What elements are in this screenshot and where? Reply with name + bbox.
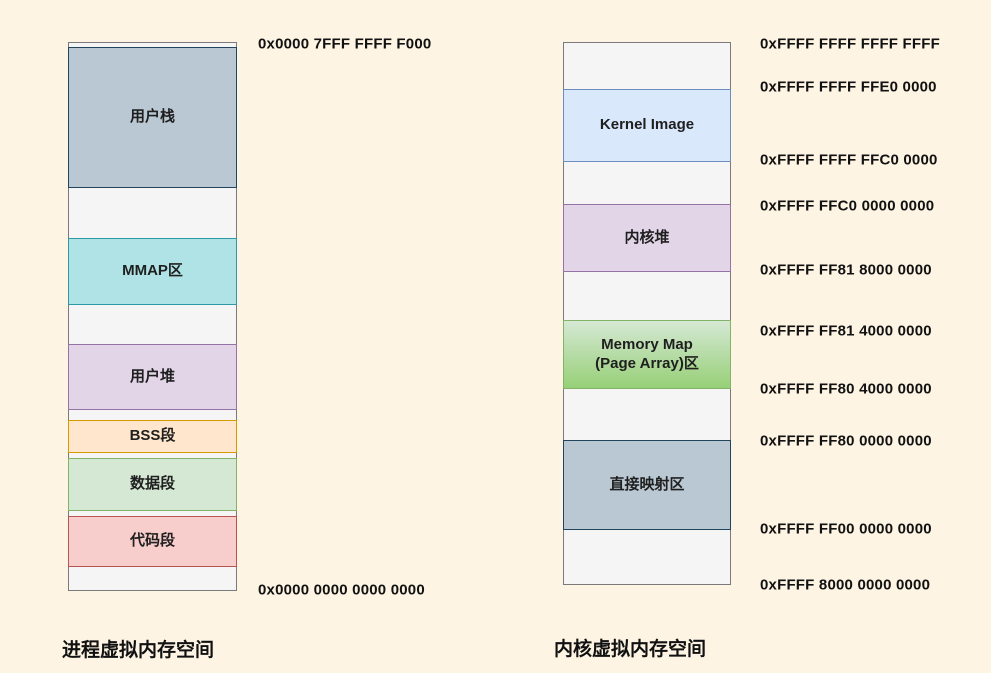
diagram-title-kernel: 内核虚拟内存空间: [554, 639, 707, 660]
memory-column-kernel: Kernel Image 内核堆 Memory Map(Page Array)区直接…: [563, 42, 731, 585]
diagram-title-process: 进程虚拟内存空间: [62, 640, 215, 661]
address-label: 0xFFFF 8000 0000 0000: [760, 576, 931, 594]
address-label: 0xFFFF FF81 8000 0000: [760, 261, 932, 279]
address-label: 0x0000 0000 0000 0000: [258, 581, 425, 599]
segment-memory-map-page-array: Memory Map(Page Array)区: [563, 320, 731, 389]
address-label: 0xFFFF FFFF FFE0 0000: [760, 78, 937, 96]
segment-kernel-image: Kernel Image: [563, 89, 731, 162]
address-label: 0xFFFF FF00 0000 0000: [760, 520, 932, 538]
segment-label: Memory Map(Page Array)区: [595, 335, 699, 372]
address-label: 0xFFFF FF81 4000 0000: [760, 322, 932, 340]
segment-user-stack: 用户栈: [68, 47, 237, 188]
segment-label: Kernel Image: [599, 116, 695, 134]
segment-label: 代码段: [129, 532, 175, 550]
segment-label: MMAP区: [122, 262, 183, 280]
segment-label: 内核堆: [624, 228, 670, 246]
address-label: 0xFFFF FFFF FFC0 0000: [760, 151, 938, 169]
segment-mmap-region: MMAP区: [68, 238, 237, 305]
address-label: 0xFFFF FF80 0000 0000: [760, 432, 932, 450]
segment-label: 用户栈: [129, 108, 175, 126]
segment-kernel-heap: 内核堆: [563, 204, 731, 272]
address-label: 0xFFFF FFFF FFFF FFFF: [760, 35, 940, 53]
segment-bss-segment: BSS段: [68, 420, 237, 453]
segment-label: 数据段: [129, 475, 175, 493]
segment-label: BSS段: [129, 427, 176, 445]
segment-code-segment: 代码段: [68, 516, 237, 567]
memory-column-process: 用户栈 MMAP区用户堆 BSS段数据段代码段: [68, 42, 237, 591]
segment-direct-mapping-region: 直接映射区: [563, 440, 731, 530]
address-label: 0x0000 7FFF FFFF F000: [258, 35, 432, 53]
address-label: 0xFFFF FFC0 0000 0000: [760, 197, 935, 215]
address-label: 0xFFFF FF80 4000 0000: [760, 380, 932, 398]
segment-label: 直接映射区: [609, 475, 685, 493]
segment-data-segment: 数据段: [68, 458, 237, 511]
segment-user-heap: 用户堆: [68, 344, 237, 410]
segment-label: 用户堆: [129, 367, 175, 385]
